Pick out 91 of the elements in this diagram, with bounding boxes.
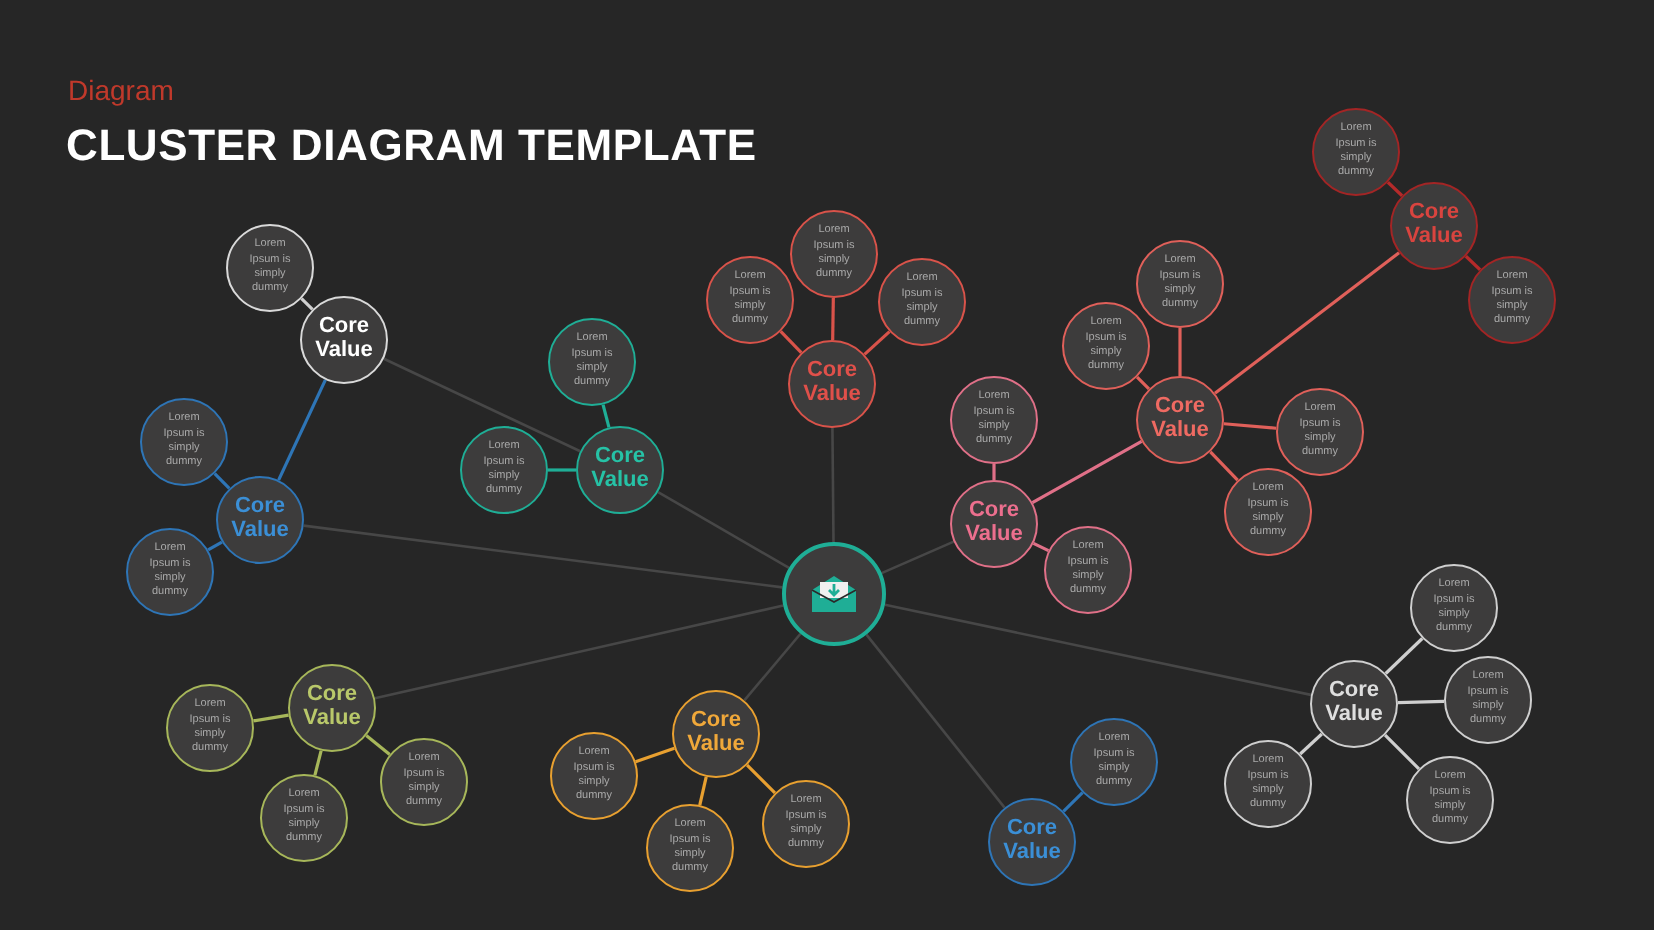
core-label: Core Value — [1149, 396, 1211, 444]
detail-circle — [1136, 240, 1224, 328]
connector-line — [313, 750, 323, 776]
core-value-circle — [216, 476, 304, 564]
connector-line — [1384, 637, 1424, 675]
title: CLUSTER DIAGRAM TEMPLATE — [66, 120, 757, 172]
detail-circle — [762, 780, 850, 868]
connector-line — [213, 472, 231, 490]
detail-circle — [1410, 564, 1498, 652]
core-label: Core Value — [301, 684, 363, 732]
connector-line — [831, 428, 835, 542]
detail-circle — [1468, 256, 1556, 344]
connector-line — [1135, 375, 1151, 391]
connector-line — [383, 357, 581, 453]
hub-circle — [782, 542, 886, 646]
connector-line — [548, 468, 576, 472]
core-value-circle — [1310, 660, 1398, 748]
connector-line — [863, 330, 891, 356]
connector-line — [207, 540, 223, 552]
connector-line — [1386, 181, 1404, 197]
detail-circle — [1224, 740, 1312, 828]
detail-circle — [1062, 302, 1150, 390]
connector-line — [635, 746, 675, 764]
core-label: Core Value — [1001, 818, 1063, 866]
core-label: Core Value — [589, 446, 651, 494]
connector-line — [745, 763, 777, 795]
detail-circle — [878, 258, 966, 346]
connector-line — [1299, 732, 1323, 756]
detail-circle — [790, 210, 878, 298]
detail-circle — [126, 528, 214, 616]
core-label: Core Value — [801, 360, 863, 408]
core-label: Core Value — [1323, 680, 1385, 728]
detail-circle — [460, 426, 548, 514]
connector-line — [884, 603, 1312, 697]
connector-line — [1178, 328, 1182, 376]
connector-line — [831, 297, 835, 341]
connector-line — [743, 632, 802, 702]
core-value-circle — [988, 798, 1076, 886]
detail-circle — [646, 804, 734, 892]
detail-circle — [1070, 718, 1158, 806]
core-value-circle — [576, 426, 664, 514]
connector-line — [779, 330, 803, 354]
detail-circle — [1276, 388, 1364, 476]
core-label: Core Value — [685, 710, 747, 758]
connector-line — [657, 490, 790, 570]
core-value-circle — [300, 296, 388, 384]
detail-circle — [706, 256, 794, 344]
core-value-circle — [288, 664, 376, 752]
connector-line — [1464, 255, 1482, 271]
detail-circle — [548, 318, 636, 406]
core-label: Core Value — [313, 316, 375, 364]
connector-line — [277, 379, 327, 481]
core-value-circle — [788, 340, 876, 428]
connector-line — [1032, 541, 1050, 553]
connector-line — [374, 604, 784, 700]
connector-line — [1209, 450, 1239, 482]
connector-line — [300, 297, 314, 311]
connector-line — [253, 713, 289, 723]
detail-circle — [380, 738, 468, 826]
connector-line — [1031, 440, 1143, 504]
detail-circle — [1312, 108, 1400, 196]
connector-line — [303, 524, 783, 589]
core-label: Core Value — [1403, 202, 1465, 250]
detail-circle — [166, 684, 254, 772]
connector-line — [365, 734, 391, 756]
detail-circle — [1224, 468, 1312, 556]
detail-circle — [550, 732, 638, 820]
detail-circle — [140, 398, 228, 486]
subtitle: Diagram — [68, 74, 174, 106]
core-value-circle — [950, 480, 1038, 568]
connector-line — [601, 404, 611, 428]
connector-line — [1062, 791, 1084, 813]
connector-line — [1383, 733, 1421, 771]
detail-circle — [950, 376, 1038, 464]
core-value-circle — [1136, 376, 1224, 464]
core-value-circle — [1390, 182, 1478, 270]
connector-line — [1214, 251, 1400, 395]
core-label: Core Value — [963, 500, 1025, 548]
core-value-circle — [672, 690, 760, 778]
core-label: Core Value — [229, 496, 291, 544]
connector-line — [698, 776, 708, 806]
connector-line — [865, 633, 1006, 809]
detail-circle — [1044, 526, 1132, 614]
connector-line — [992, 464, 996, 480]
detail-circle — [260, 774, 348, 862]
detail-circle — [1406, 756, 1494, 844]
connector-line — [1397, 699, 1445, 705]
connector-line — [1223, 422, 1277, 430]
connector-line — [881, 540, 955, 575]
detail-circle — [226, 224, 314, 312]
detail-circle — [1444, 656, 1532, 744]
